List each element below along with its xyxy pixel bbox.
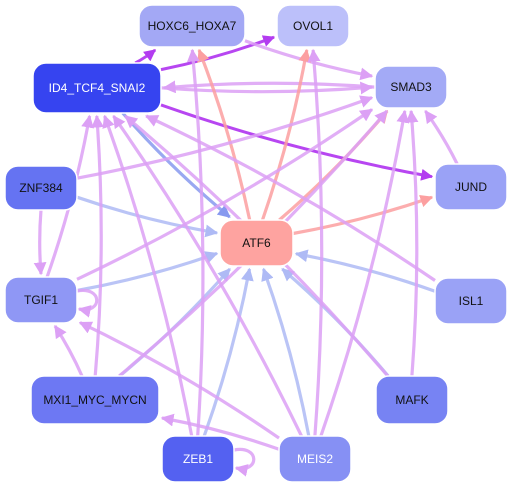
node-box-mafk [375, 375, 449, 425]
node-hoxc6_hoxa7[interactable]: HOXC6_HOXA7 [138, 4, 246, 48]
edge-tgif1-to-atf6 [76, 251, 219, 293]
edge-smad3-to-id4_tcf4_snai2 [162, 80, 376, 94]
node-box-ovol1 [276, 4, 350, 48]
edge-meis2-to-tgif1 [78, 321, 280, 440]
edge-znf384-to-tgif1 [33, 209, 47, 276]
edge-mafk-to-smad3 [405, 109, 419, 377]
edge-meis2-to-ovol1 [307, 48, 324, 437]
node-jund[interactable]: JUND [434, 163, 508, 211]
edge-mxi1_myc_mycn-to-id4_tcf4_snai2 [91, 114, 105, 377]
node-label-meis2: MEIS2 [297, 452, 333, 466]
edge-atf6-to-hoxc6_hoxa7 [197, 48, 252, 221]
node-label-tgif1: TGIF1 [24, 293, 58, 307]
node-label-isl1: ISL1 [459, 294, 484, 308]
node-id4_tcf4_snai2[interactable]: ID4_TCF4_SNAI2 [32, 62, 162, 114]
node-label-smad3: SMAD3 [390, 80, 432, 94]
node-meis2[interactable]: MEIS2 [278, 435, 352, 483]
node-mafk[interactable]: MAFK [375, 375, 449, 425]
edge-jund-to-smad3 [424, 109, 459, 165]
node-isl1[interactable]: ISL1 [434, 277, 508, 325]
node-tgif1[interactable]: TGIF1 [4, 276, 78, 324]
node-label-atf6: ATF6 [242, 236, 271, 250]
node-smad3[interactable]: SMAD3 [374, 65, 448, 109]
node-box-jund [434, 163, 508, 211]
edge-meis2-to-mxi1_myc_mycn [160, 413, 280, 451]
node-atf6[interactable]: ATF6 [219, 219, 294, 267]
node-label-ovol1: OVOL1 [293, 19, 333, 33]
node-box-meis2 [278, 435, 352, 483]
node-box-tgif1 [4, 276, 78, 324]
edge-meis2-to-id4_tcf4_snai2 [112, 114, 303, 437]
node-box-isl1 [434, 277, 508, 325]
node-label-id4_tcf4_snai2: ID4_TCF4_SNAI2 [49, 81, 146, 95]
edge-znf384-to-smad3 [76, 95, 374, 180]
edge-meis2-to-atf6 [261, 267, 311, 437]
edge-zeb1-to-hoxc6_hoxa7 [187, 48, 205, 437]
node-box-mxi1_myc_mycn [30, 375, 160, 425]
edge-zeb1-to-zeb1 [233, 447, 256, 477]
edge-mxi1_myc_mycn-to-tgif1 [53, 324, 84, 377]
node-box-hoxc6_hoxa7 [138, 4, 246, 48]
node-label-mafk: MAFK [395, 393, 428, 407]
node-label-mxi1_myc_mycn: MXI1_MYC_MYCN [43, 393, 146, 407]
node-znf384[interactable]: ZNF384 [4, 165, 78, 211]
edge-znf384-to-atf6 [76, 195, 219, 238]
node-box-smad3 [374, 65, 448, 109]
edge-isl1-to-atf6 [294, 249, 436, 293]
node-zeb1[interactable]: ZEB1 [161, 435, 235, 483]
edge-atf6-to-ovol1 [260, 48, 312, 221]
node-label-hoxc6_hoxa7: HOXC6_HOXA7 [148, 19, 237, 33]
edge-zeb1-to-atf6 [202, 267, 254, 437]
edge-meis2-to-smad3 [319, 109, 410, 437]
node-mxi1_myc_mycn[interactable]: MXI1_MYC_MYCN [30, 375, 160, 425]
edge-id4_tcf4_snai2-to-hoxc6_hoxa7 [134, 48, 157, 65]
node-label-znf384: ZNF384 [19, 181, 63, 195]
edge-id4_tcf4_snai2-to-ovol1 [160, 35, 276, 72]
node-box-atf6 [219, 219, 294, 267]
node-box-id4_tcf4_snai2 [32, 62, 162, 114]
edge-tgif1-to-tgif1 [76, 288, 99, 318]
node-box-znf384 [4, 165, 78, 211]
node-label-jund: JUND [455, 180, 487, 194]
node-ovol1[interactable]: OVOL1 [276, 4, 350, 48]
edge-zeb1-to-id4_tcf4_snai2 [102, 114, 194, 437]
edge-id4_tcf4_snai2-to-smad3 [160, 81, 374, 95]
edge-id4_tcf4_snai2-to-jund [160, 103, 434, 181]
node-box-zeb1 [161, 435, 235, 483]
edge-tgif1-to-smad3 [76, 108, 374, 281]
edge-isl1-to-id4_tcf4_snai2 [145, 114, 436, 282]
node-label-zeb1: ZEB1 [183, 452, 213, 466]
